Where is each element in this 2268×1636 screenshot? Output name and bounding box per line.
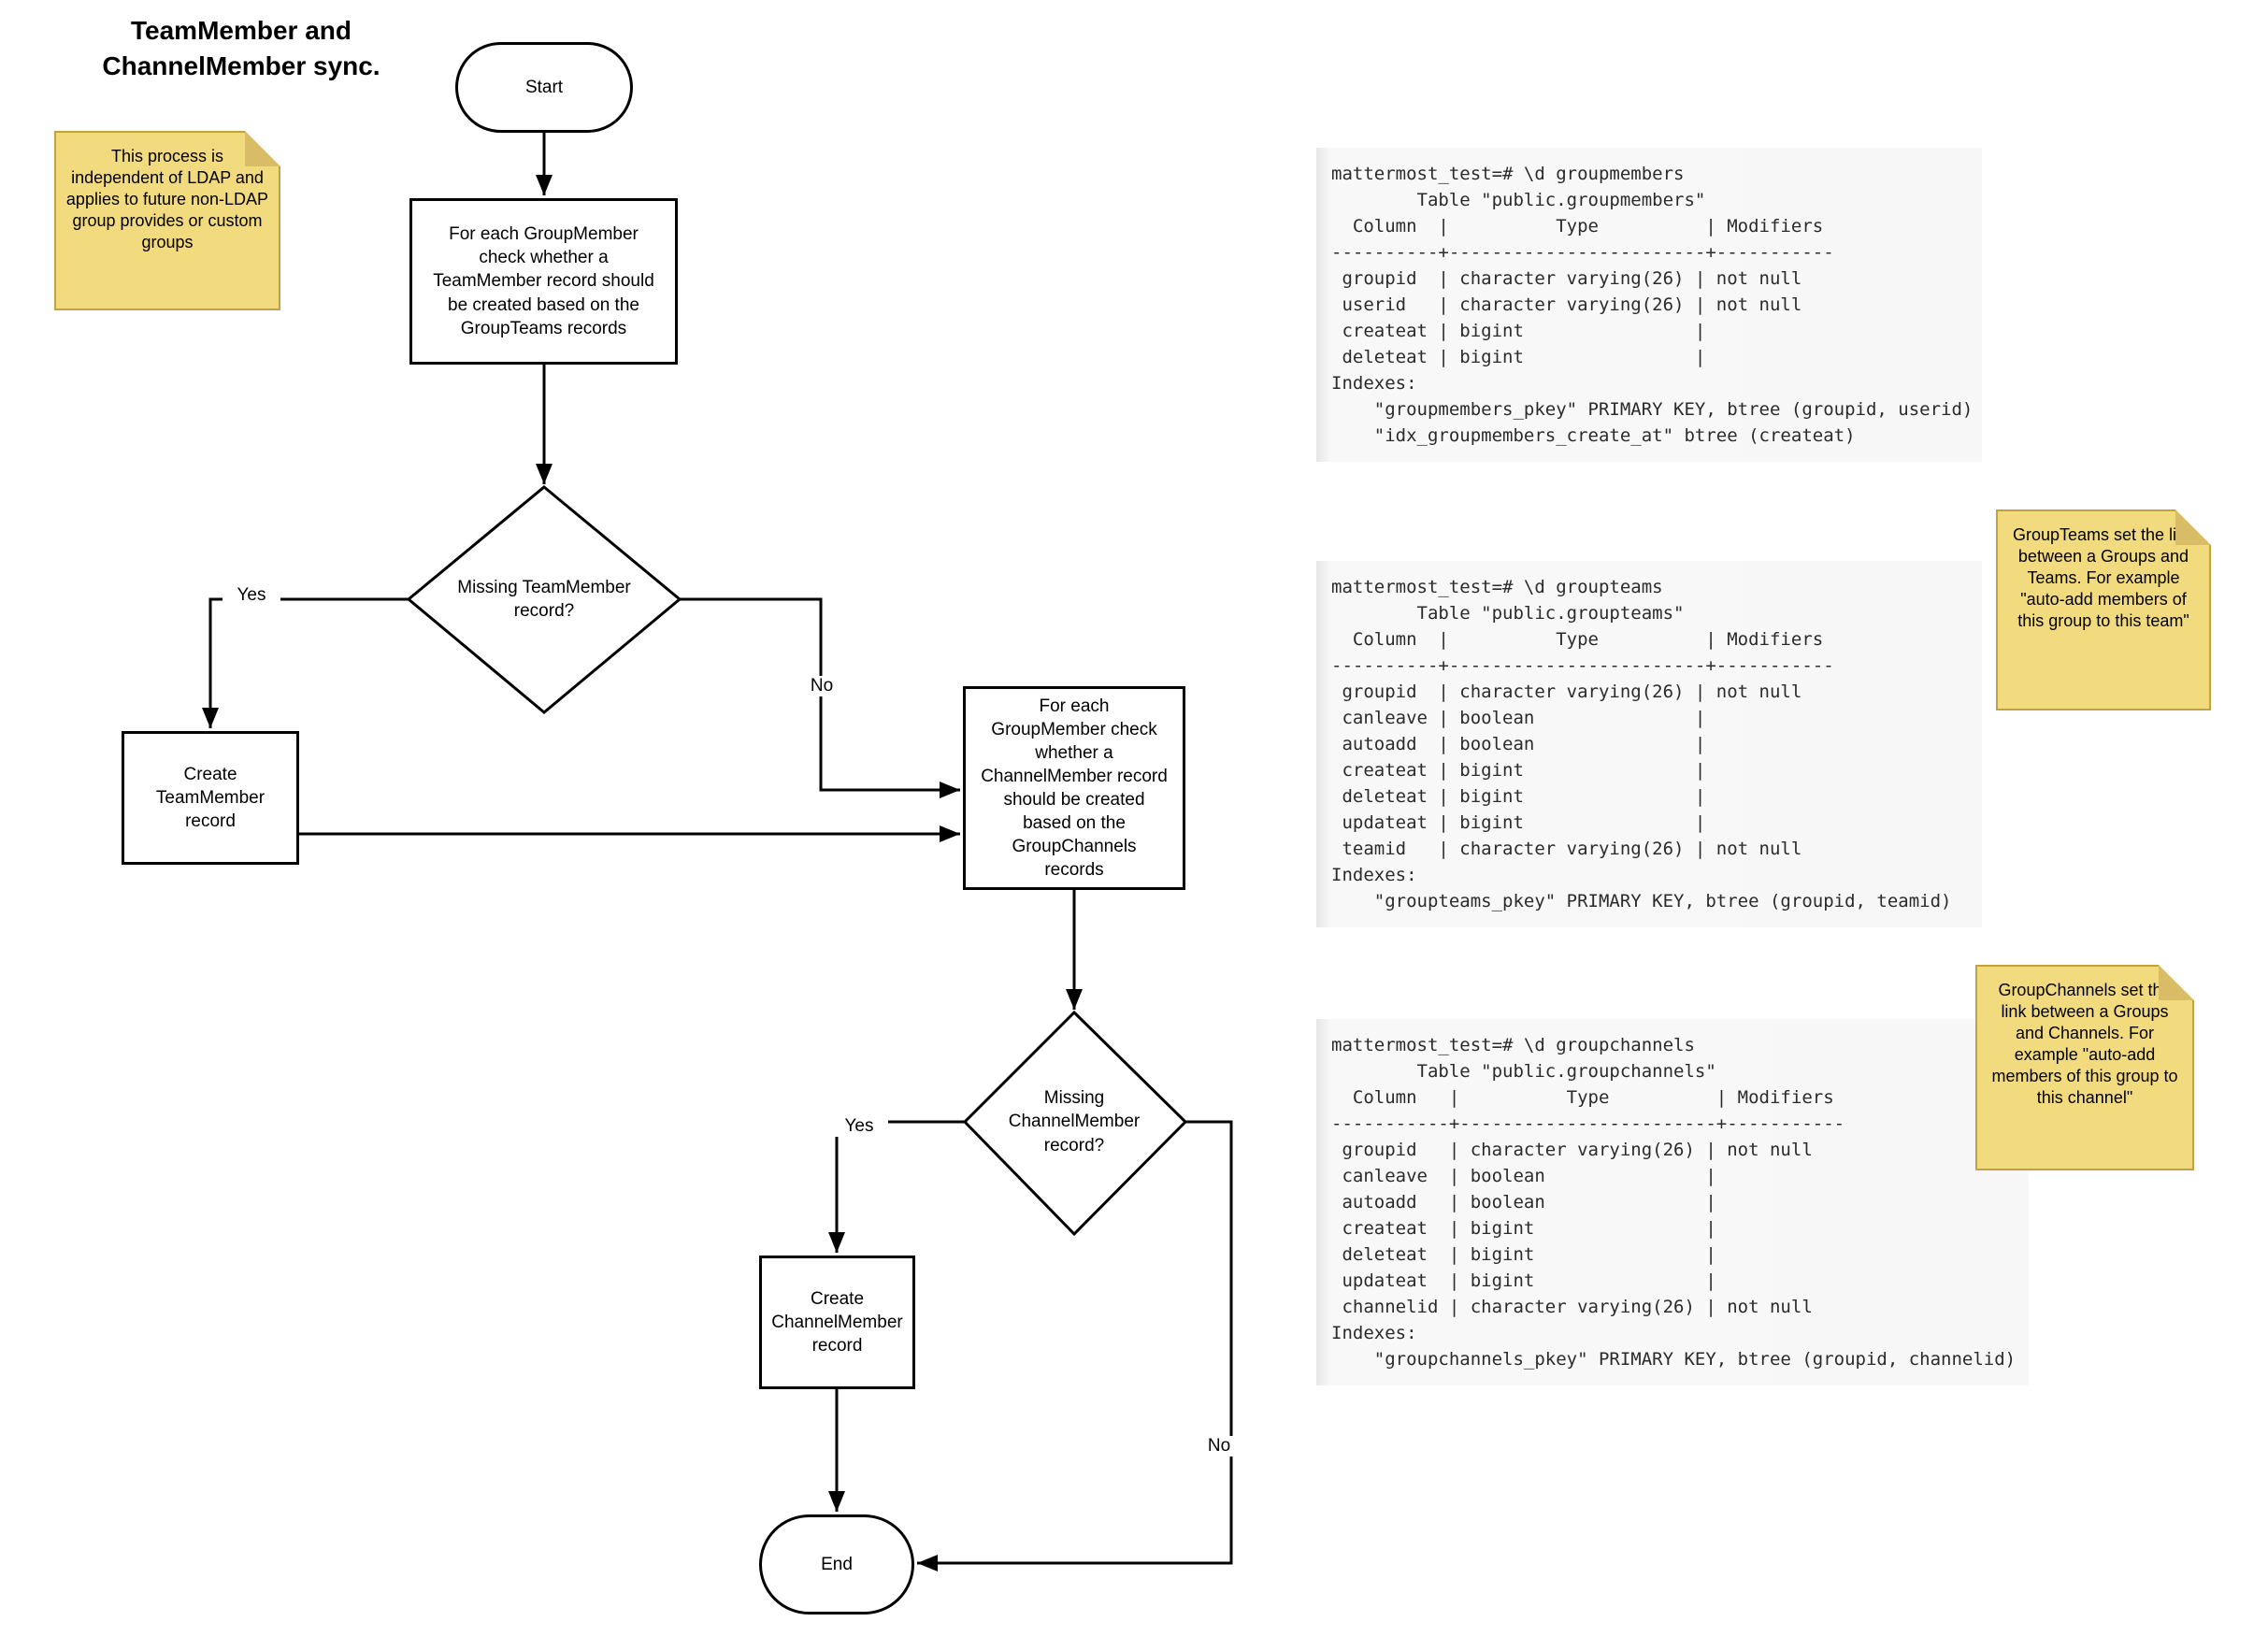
process-create-channelmember-label: Create ChannelMember record [771,1288,903,1356]
code-block-groupteams: mattermost_test=# \d groupteams Table "p… [1316,561,1982,927]
process-check-channelmember: For each GroupMember check whether a Cha… [963,686,1185,890]
decision2-diamond [962,1010,1188,1237]
process-create-teammember-label: Create TeamMember record [155,764,266,832]
process-check-teammember-label: For each GroupMember check whether a Tea… [433,224,654,338]
note-fold-icon [2175,509,2211,545]
code-block-groupchannels: mattermost_test=# \d groupchannels Table… [1316,1019,2029,1385]
start-label: Start [524,77,564,97]
connector-decision1-yes [202,597,409,728]
page-title: TeamMember and ChannelMember sync. [102,16,380,80]
note-fold-icon [245,131,280,166]
process-create-teammember: Create TeamMember record [122,731,299,865]
connector-decision2-no [917,1120,1233,1571]
sticky-note-groupchannels-text: GroupChannels set the link between a Gro… [1991,981,2178,1108]
edge-label-no-2: No [1193,1436,1245,1457]
process-create-channelmember: Create ChannelMember record [759,1256,915,1389]
process-check-teammember: For each GroupMember check whether a Tea… [409,198,678,365]
sticky-note-groupteams: GroupTeams set the link between a Groups… [1996,509,2211,710]
note-fold-icon [2159,965,2194,1000]
decision-missing-teammember-label: Missing TeamMember record? [457,577,631,621]
end-terminal: End [759,1514,914,1614]
decision-missing-channelmember-label: Missing ChannelMember record? [1008,1088,1141,1155]
sticky-note-groupchannels: GroupChannels set the link between a Gro… [1975,965,2194,1170]
sticky-note-groupteams-text: GroupTeams set the link between a Groups… [2012,525,2195,631]
edge-label-no-1: No [796,676,848,696]
end-label: End [821,1554,853,1574]
start-terminal: Start [455,42,633,133]
sticky-note-ldap: This process is independent of LDAP and … [54,131,280,310]
edge-label-yes-1: Yes [222,585,280,606]
process-check-channelmember-label: For each GroupMember check whether a Cha… [981,696,1168,881]
code-block-groupmembers: mattermost_test=# \d groupmembers Table … [1316,148,1982,462]
sticky-note-ldap-text: This process is independent of LDAP and … [65,147,269,252]
edge-label-yes-2: Yes [830,1116,888,1137]
connector-decision2-yes [828,1120,965,1253]
decision1-diamond [406,485,682,714]
